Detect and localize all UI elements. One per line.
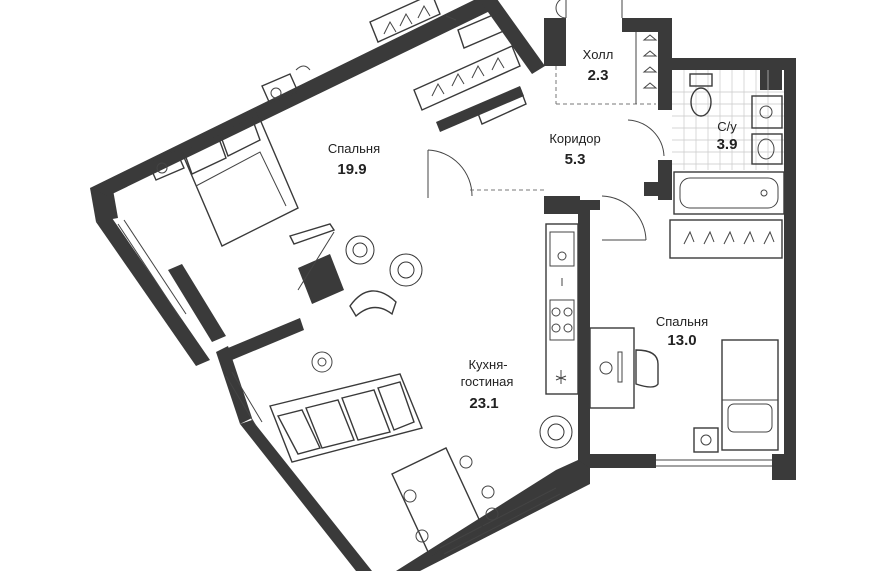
room-label-bathroom: С/у 3.9 bbox=[717, 119, 738, 153]
room-area: 23.1 bbox=[469, 395, 498, 412]
room-area: 3.9 bbox=[717, 136, 738, 153]
room-area: 13.0 bbox=[667, 332, 696, 349]
room-name: Спальня bbox=[328, 141, 380, 156]
hall-furniture bbox=[635, 32, 658, 104]
plants bbox=[345, 235, 573, 449]
room-area: 2.3 bbox=[588, 67, 609, 84]
bathroom-fixtures bbox=[672, 70, 785, 215]
room-name: С/у bbox=[717, 119, 737, 134]
doors bbox=[427, 0, 665, 241]
room-name: Кухня- bbox=[468, 357, 507, 372]
walls bbox=[90, 0, 796, 571]
room-boundaries bbox=[470, 66, 656, 191]
room-name: Холл bbox=[583, 47, 614, 62]
bedroom-2-furniture bbox=[589, 219, 783, 453]
windows bbox=[117, 219, 772, 555]
room-label-corridor: Коридор 5.3 bbox=[549, 131, 600, 168]
room-area: 19.9 bbox=[337, 161, 366, 178]
room-label-bedroom-1: Спальня 19.9 bbox=[328, 141, 380, 178]
room-label-bedroom-2: Спальня 13.0 bbox=[656, 314, 708, 349]
room-label-kitchen-living: Кухня- гостиная 23.1 bbox=[461, 357, 514, 412]
room-name: Спальня bbox=[656, 314, 708, 329]
room-name: гостиная bbox=[461, 374, 514, 389]
room-name: Коридор bbox=[549, 131, 600, 146]
room-label-hall: Холл 2.3 bbox=[583, 47, 614, 84]
room-area: 5.3 bbox=[565, 151, 586, 168]
bedroom-1-furniture bbox=[147, 0, 527, 291]
kitchen-living-furniture bbox=[269, 223, 579, 557]
